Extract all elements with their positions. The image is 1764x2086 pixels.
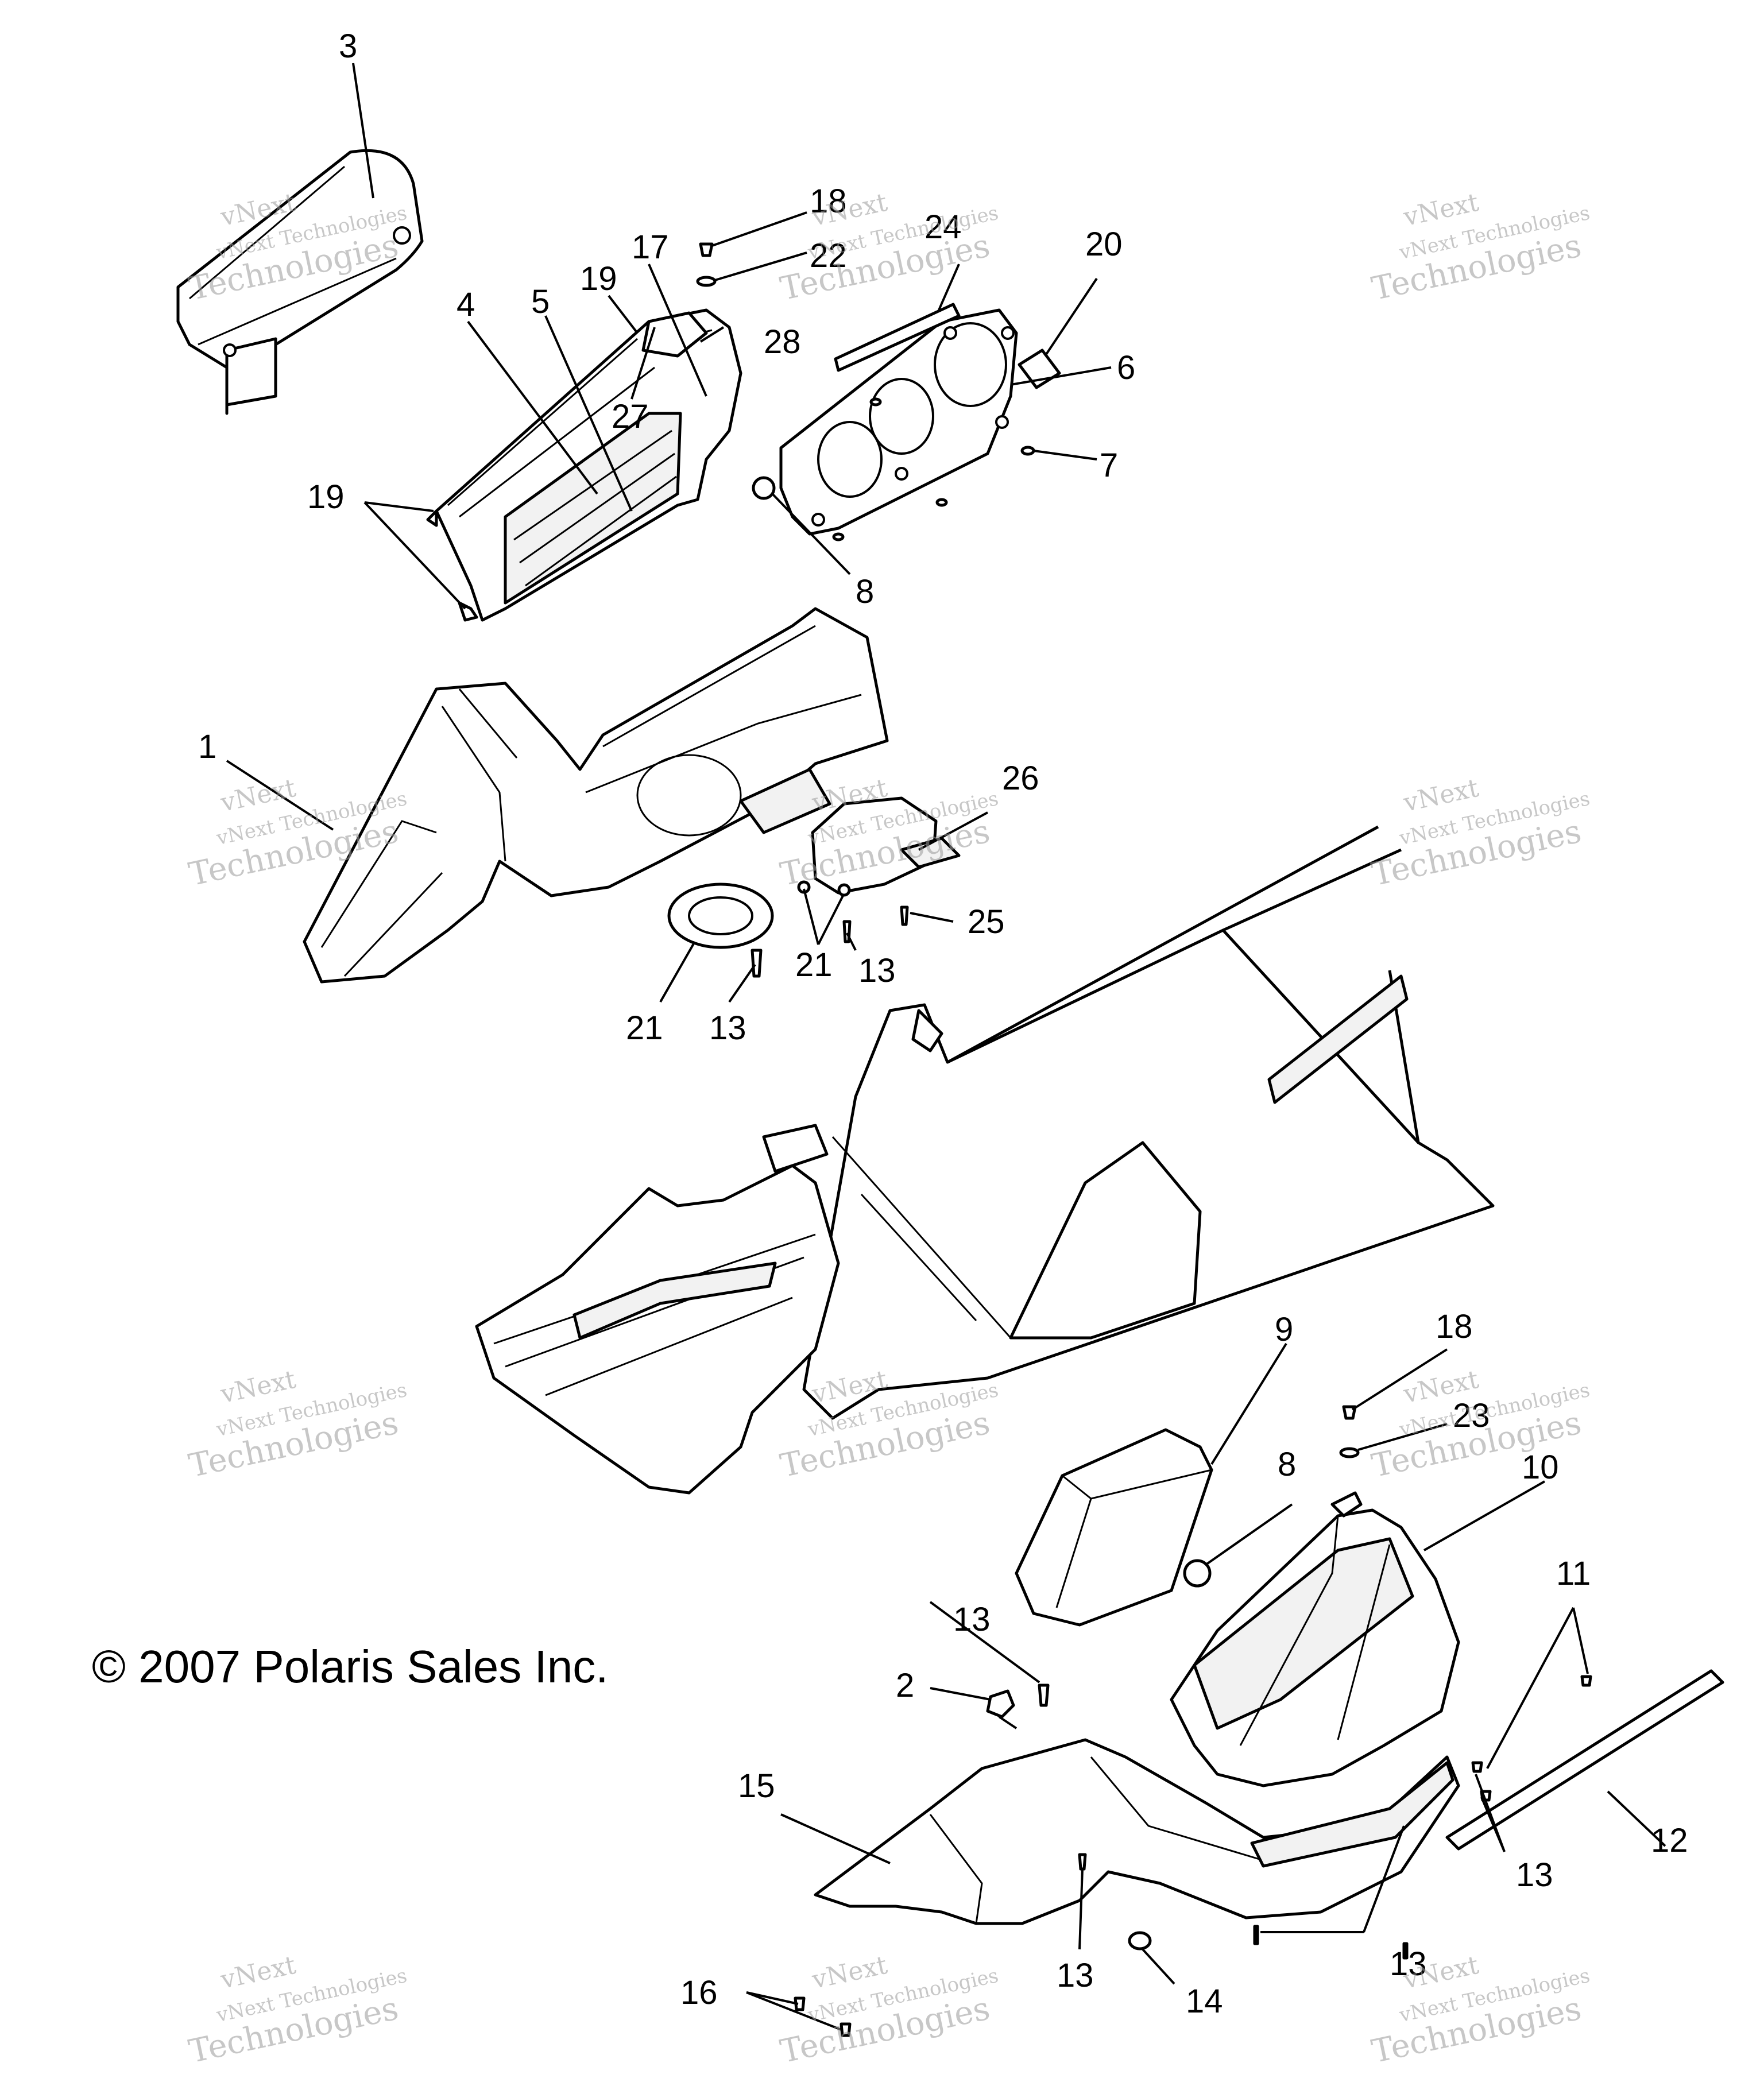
part-1-nose — [303, 607, 889, 984]
callout-14: 14 — [1186, 1983, 1223, 2020]
watermark-line1: vNext — [218, 1950, 299, 1995]
callout-23-bottom: 23 — [1453, 1397, 1490, 1434]
callout-18-top: 18 — [810, 183, 847, 220]
callout-13-e: 13 — [1057, 1957, 1094, 1994]
callout-27: 27 — [612, 398, 649, 435]
part-4-5-console — [426, 308, 742, 622]
watermark-line1: vNext — [1401, 188, 1481, 233]
callout-26: 26 — [1002, 760, 1039, 797]
callout-19-top: 19 — [580, 260, 617, 297]
callout-13-a: 13 — [858, 952, 896, 989]
part-3-cover — [176, 149, 424, 415]
callout-2: 2 — [896, 1667, 914, 1704]
part-8-grommet-top — [752, 476, 776, 500]
watermark-line1: vNext — [218, 1365, 299, 1410]
callout-10: 10 — [1522, 1449, 1559, 1486]
bottom-fasteners — [794, 1405, 1592, 2037]
callout-13-d: 13 — [1516, 1856, 1553, 1894]
callout-15: 15 — [738, 1767, 775, 1805]
callout-7: 7 — [1100, 447, 1118, 484]
watermark-line1: vNext — [809, 1950, 890, 1995]
part-9-foam-block — [1015, 1428, 1213, 1627]
callout-11: 11 — [1556, 1555, 1591, 1592]
callout-6: 6 — [1117, 349, 1135, 386]
leader-lines — [226, 63, 1666, 2031]
callout-18-bottom: 18 — [1436, 1308, 1473, 1345]
callout-13-c: 13 — [953, 1601, 991, 1638]
callout-8-bottom: 8 — [1278, 1446, 1296, 1483]
callout-5: 5 — [531, 283, 550, 320]
part-6-gauge-panel — [779, 308, 1018, 536]
callout-20: 20 — [1085, 226, 1123, 263]
callout-12: 12 — [1651, 1822, 1688, 1859]
callout-28: 28 — [764, 323, 801, 361]
callout-25: 25 — [968, 903, 1005, 941]
callout-13-b: 13 — [709, 1009, 746, 1047]
callout-3: 3 — [339, 28, 357, 65]
callout-17: 17 — [632, 229, 669, 266]
callout-8-top: 8 — [856, 573, 874, 610]
callout-13-f: 13 — [1390, 1945, 1427, 1983]
callout-labels: 3 18 22 17 24 20 19 4 5 28 6 27 7 19 8 1… — [198, 28, 1688, 2020]
part-10-hood-upper — [1170, 1491, 1460, 1787]
parts-21-22-25-26 — [667, 796, 961, 978]
part-8-grommet-bottom — [1183, 1559, 1212, 1588]
watermark-line1: vNext — [1401, 773, 1481, 818]
callout-19-left: 19 — [307, 478, 345, 516]
part-15-belly-pan — [814, 1738, 1460, 1925]
callout-16: 16 — [680, 1974, 718, 2011]
chassis-tunnel — [475, 825, 1495, 1495]
part-12-bumper — [1445, 1669, 1724, 1851]
callout-1: 1 — [198, 728, 216, 765]
callout-21: 21 — [626, 1009, 663, 1047]
callout-4: 4 — [457, 286, 475, 323]
part-24-strip — [834, 303, 961, 372]
callout-9: 9 — [1275, 1311, 1293, 1348]
callout-24: 24 — [924, 208, 962, 246]
callout-23-top: 22 — [810, 237, 847, 274]
copyright-notice: © 2007 Polaris Sales Inc. — [92, 1641, 608, 1692]
callout-22: 21 — [795, 946, 833, 984]
